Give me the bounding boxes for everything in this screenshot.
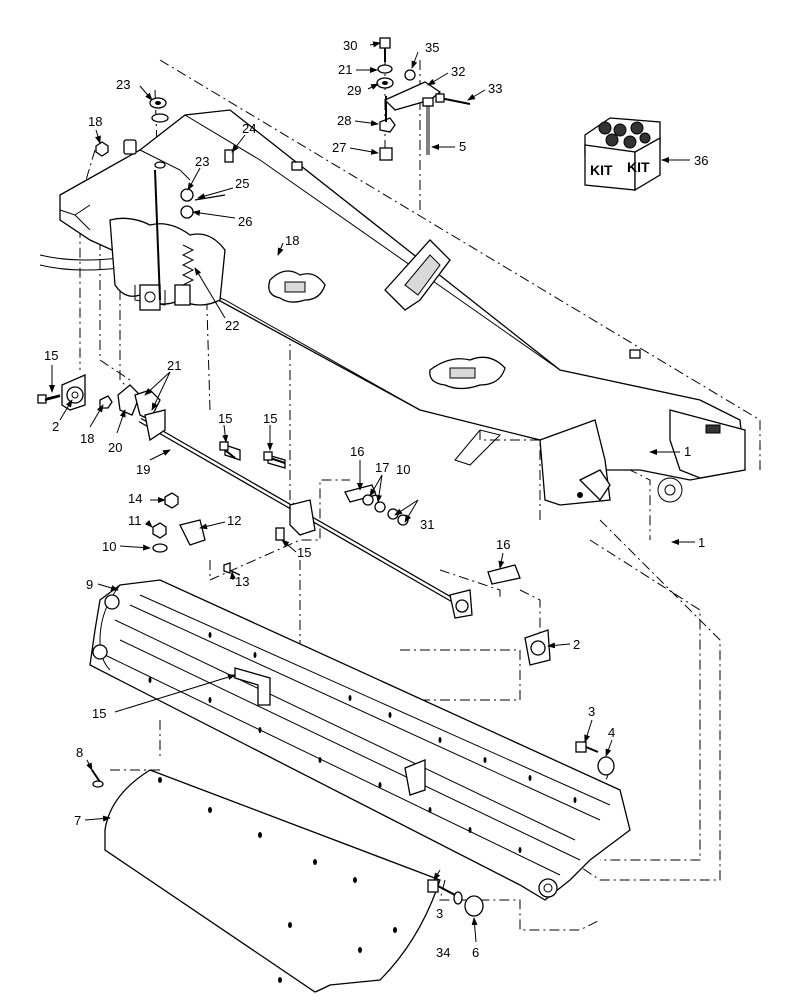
callout-21: 21: [338, 62, 352, 77]
callout-15: 15: [218, 411, 232, 426]
callout-16: 16: [350, 444, 364, 459]
cover-plate: [104, 769, 441, 993]
callout-1: 1: [698, 535, 705, 550]
bearing-right: [524, 629, 551, 666]
callout-35: 35: [425, 40, 439, 55]
callout-36: 36: [694, 153, 708, 168]
callout-23: 23: [195, 154, 209, 169]
callout-18: 18: [80, 431, 94, 446]
top-hardware-stack: [376, 37, 471, 161]
bottom-hardware: [91, 741, 615, 917]
callout-15: 15: [263, 411, 277, 426]
callout-17: 17: [375, 460, 389, 475]
callout-26: 26: [238, 214, 252, 229]
callout-10: 10: [396, 462, 410, 477]
callout-19: 19: [136, 462, 150, 477]
callout-18: 18: [285, 233, 299, 248]
left-shaft-hardware: [99, 384, 166, 442]
callout-18: 18: [88, 114, 102, 129]
callout-12: 12: [227, 513, 241, 528]
callout-21: 21: [167, 358, 181, 373]
callout-23: 23: [116, 77, 130, 92]
top-left-hardware: [95, 97, 234, 301]
lower-trough: [89, 579, 631, 901]
callout-29: 29: [347, 83, 361, 98]
callout-15: 15: [92, 706, 106, 721]
callout-22: 22: [225, 318, 239, 333]
callout-20: 20: [108, 440, 122, 455]
callout-3: 3: [436, 906, 443, 921]
callout-15: 15: [44, 348, 58, 363]
callout-13: 13: [235, 574, 249, 589]
callout-15: 15: [297, 545, 311, 560]
callout-14: 14: [128, 491, 142, 506]
callout-11: 11: [128, 513, 142, 528]
callout-2: 2: [573, 637, 580, 652]
callout-1: 1: [684, 444, 691, 459]
callout-16: 16: [496, 537, 510, 552]
callout-labels: 1 1 2 2 3 3 4 5 6 7 8 9 10 10 11 12 13 1…: [44, 38, 708, 960]
callout-33: 33: [488, 81, 502, 96]
small-hardware-left: [152, 492, 241, 576]
upper-frame: [39, 109, 746, 506]
callout-31: 31: [420, 517, 434, 532]
kit-box-icon: KIT KIT: [584, 117, 661, 192]
callout-24: 24: [242, 121, 256, 136]
callout-28: 28: [337, 113, 351, 128]
callout-7: 7: [74, 813, 81, 828]
kit-label-side: KIT: [627, 159, 650, 175]
callout-3: 3: [588, 704, 595, 719]
callout-6: 6: [472, 945, 479, 960]
callout-10: 10: [102, 539, 116, 554]
callout-9: 9: [86, 577, 93, 592]
callout-34: 34: [436, 945, 450, 960]
callout-25: 25: [235, 176, 249, 191]
callout-8: 8: [76, 745, 83, 760]
callout-27: 27: [332, 140, 346, 155]
shaft-brackets: [224, 444, 521, 619]
callout-2: 2: [52, 419, 59, 434]
callout-30: 30: [343, 38, 357, 53]
callout-5: 5: [459, 139, 466, 154]
callout-4: 4: [608, 725, 615, 740]
kit-label-front: KIT: [590, 162, 613, 178]
callout-32: 32: [451, 64, 465, 79]
bearing-left: [37, 374, 86, 411]
leader-lines: [49, 41, 695, 943]
bolts: [44, 395, 286, 464]
